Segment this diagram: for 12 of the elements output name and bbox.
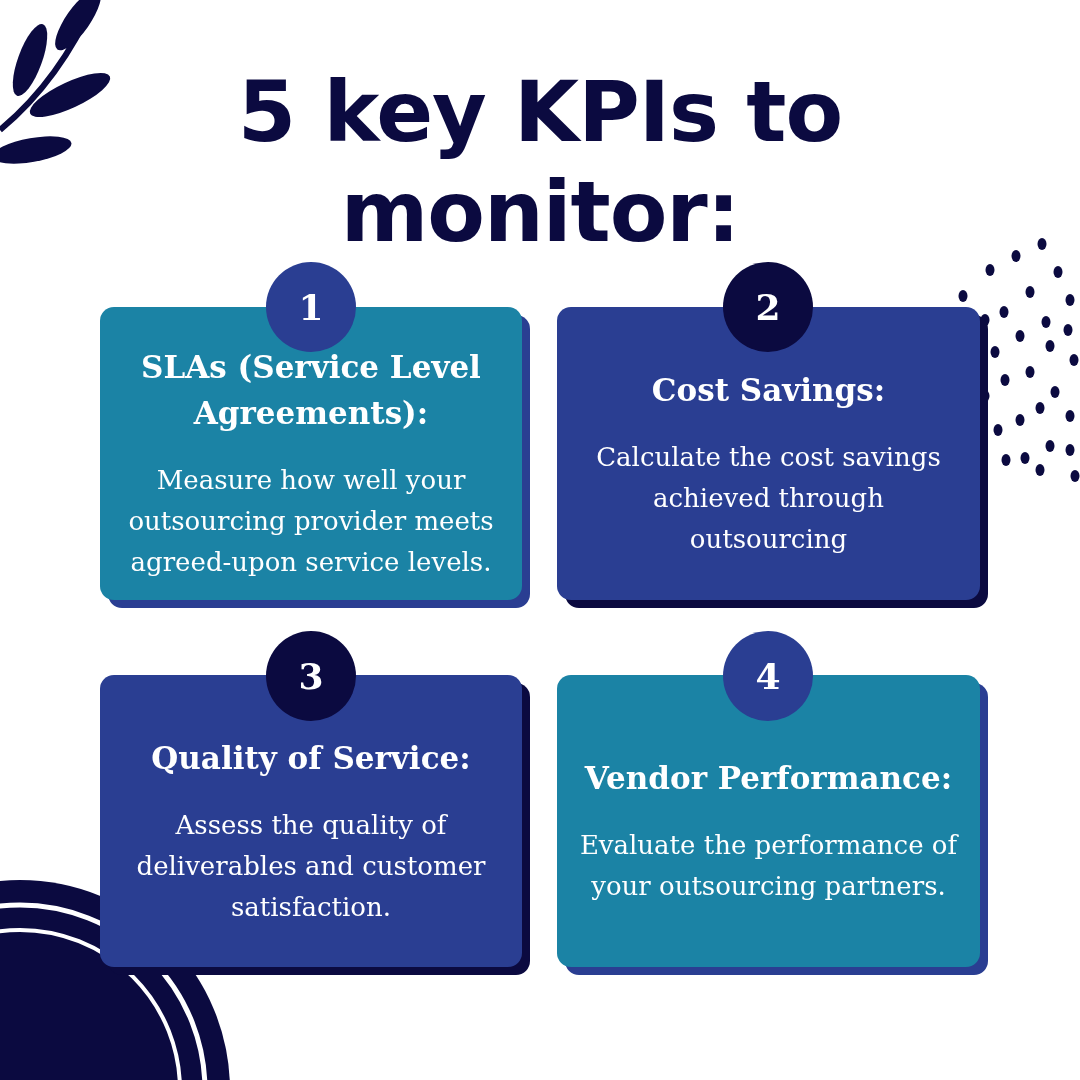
card-heading: Quality of Service:: [151, 738, 471, 778]
card-description: Assess the quality of deliverables and customer satisfaction.: [135, 808, 487, 924]
card-heading: Cost Savings:: [651, 371, 886, 410]
number-badge: 1: [266, 262, 356, 352]
number-badge: 4: [723, 631, 813, 721]
card-description: Measure how well your outsourcing provider meets agreed-upon service levels.: [127, 464, 495, 579]
card-description: Evaluate the performance of your outsourcing partners.: [578, 829, 960, 903]
number-badge: 2: [723, 262, 813, 352]
card-heading: Vendor Performance:: [584, 759, 953, 798]
title: 5 key KPIs to monitor:: [236, 62, 844, 262]
card-description: Calculate the cost savings achieved through outsourcing: [595, 441, 942, 556]
number-badge: 3: [266, 631, 356, 721]
